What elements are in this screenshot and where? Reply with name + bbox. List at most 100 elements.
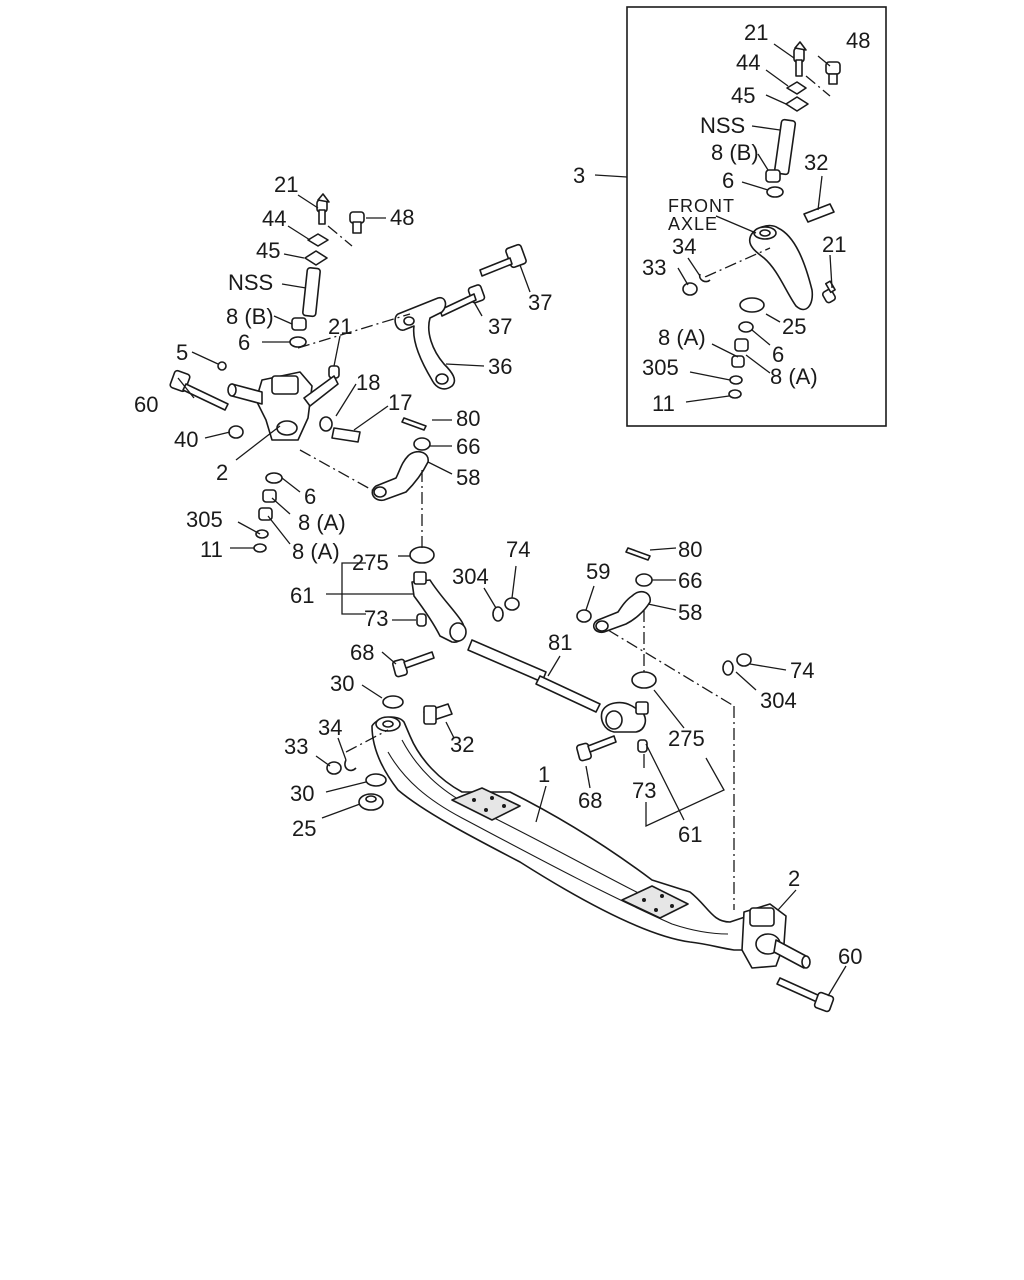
cotter-pin-80 [401, 417, 427, 431]
label-21b: 21 [328, 314, 352, 339]
plate-45-inset [785, 96, 809, 112]
thrust-washer-25-inset [739, 297, 765, 313]
part-labels: 21 48 44 45 NSS 8 (B) 21 37 37 6 5 18 36… [134, 172, 862, 969]
nut-33 [326, 761, 342, 775]
thrust-bearing-6b-inset [738, 321, 754, 333]
bolt-48 [349, 211, 365, 234]
inset-frame [626, 6, 887, 427]
inset-callout-label: 3 [573, 163, 585, 188]
spring-seat-left [451, 787, 521, 821]
label-25: 25 [292, 816, 316, 841]
bolt-37-long [479, 243, 527, 277]
knuckle-pin-32-inset [803, 203, 835, 223]
inset-label-front: FRONT [668, 196, 735, 216]
label-58b: 58 [678, 600, 702, 625]
label-45: 45 [256, 238, 280, 263]
label-305: 305 [186, 507, 223, 532]
bushing-8b [291, 317, 307, 331]
gasket-44-inset [786, 81, 807, 95]
grease-nipple-73 [416, 613, 427, 627]
label-48: 48 [390, 205, 414, 230]
label-5: 5 [176, 340, 188, 365]
thrust-bearing-6-inset [766, 186, 784, 198]
steering-arm-58 [371, 450, 429, 502]
inset-label-305: 305 [642, 355, 679, 380]
label-80b: 80 [678, 537, 702, 562]
bolt-68b [576, 735, 617, 762]
main-parts [169, 193, 835, 1013]
steering-arm-58b [592, 590, 651, 634]
inset-label-8a2: 8 (A) [770, 364, 818, 389]
label-8b: 8 (B) [226, 304, 274, 329]
label-304b: 304 [760, 688, 797, 713]
label-37a: 37 [528, 290, 552, 315]
label-2b: 2 [788, 866, 800, 891]
cap-11 [253, 543, 267, 553]
label-40: 40 [174, 427, 198, 452]
grease-nipple-21 [316, 193, 330, 225]
label-80: 80 [456, 406, 480, 431]
thrust-bearing-6b [265, 472, 283, 484]
label-68: 68 [350, 640, 374, 665]
label-61: 61 [290, 583, 314, 608]
label-6b: 6 [304, 484, 316, 509]
label-33: 33 [284, 734, 308, 759]
grease-nipple-21b-inset [821, 280, 837, 304]
knuckle-pin-32 [423, 703, 453, 725]
label-8a2: 8 (A) [292, 539, 340, 564]
grease-nipple-21-inset [793, 41, 807, 77]
label-44: 44 [262, 206, 286, 231]
inset-label-21b: 21 [822, 232, 846, 257]
nut-33-inset [682, 282, 698, 296]
inset-label-21: 21 [744, 20, 768, 45]
label-66: 66 [456, 434, 480, 459]
inset-label-8b: 8 (B) [711, 140, 759, 165]
nut-40 [228, 425, 244, 439]
label-74: 74 [506, 537, 530, 562]
seal-305-inset [729, 375, 743, 385]
inset-label-axle: AXLE [668, 214, 718, 234]
inset-label-34: 34 [672, 234, 696, 259]
label-81: 81 [548, 630, 572, 655]
label-60b: 60 [838, 944, 862, 969]
label-275b: 275 [668, 726, 705, 751]
label-36: 36 [488, 354, 512, 379]
center-lines [297, 313, 735, 910]
bolt-60b [776, 977, 835, 1013]
nut-59 [576, 609, 592, 623]
label-8a: 8 (A) [298, 510, 346, 535]
inset-label-6b: 6 [772, 342, 784, 367]
bolt-37-short [439, 284, 486, 317]
nut-66b [635, 573, 653, 587]
bolt-68 [392, 651, 435, 678]
label-61b: 61 [678, 822, 702, 847]
label-30b: 30 [290, 781, 314, 806]
dust-boot-275b [631, 671, 657, 689]
inset-label-8a: 8 (A) [658, 325, 706, 350]
label-2: 2 [216, 460, 228, 485]
label-18: 18 [356, 370, 380, 395]
label-275: 275 [352, 550, 389, 575]
inset-label-33: 33 [642, 255, 666, 280]
bolt-48-inset [825, 61, 841, 85]
label-11: 11 [200, 537, 223, 562]
label-34: 34 [318, 715, 342, 740]
plug-5 [217, 361, 227, 371]
snap-ring-34 [344, 759, 357, 772]
bushing-8b-inset [765, 169, 781, 183]
inset-label-45: 45 [731, 83, 755, 108]
label-37b: 37 [488, 314, 512, 339]
nut-74b [736, 653, 752, 667]
inset-label-nss: NSS [700, 113, 745, 138]
axle-end-inset [748, 224, 814, 311]
cotter-pin-80b [625, 547, 651, 561]
dust-boot-275 [409, 546, 435, 564]
washer-304b [722, 660, 734, 676]
label-21: 21 [274, 172, 298, 197]
shim-30 [382, 695, 404, 709]
inset-label-44: 44 [736, 50, 760, 75]
spring-seat-right [621, 885, 689, 919]
label-66b: 66 [678, 568, 702, 593]
gasket-44 [307, 233, 329, 247]
label-58: 58 [456, 465, 480, 490]
